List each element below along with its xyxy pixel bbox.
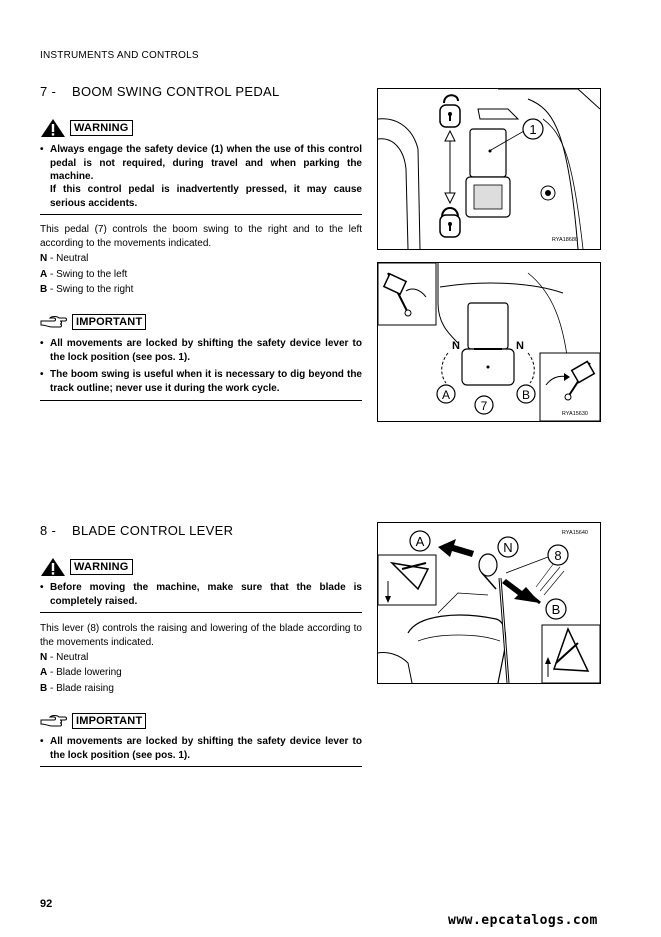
section-8-legend-b: B - Blade raising [40,683,114,694]
unlocked-padlock-icon [439,94,461,128]
section-7-warning-bullet-1: • Always engage the safety device (1) wh… [40,144,362,182]
figure-code: RYA15630 [562,411,588,417]
figure-pedal-lock: 1 RYA18680 [377,88,601,250]
warning-badge: WARNING [70,120,133,136]
pointing-hand-icon [40,316,67,328]
bullet-dot: • [40,144,44,155]
section-8-number: 8 - [40,523,57,538]
section-7-body: This pedal (7) controls the boom swing t… [40,224,362,249]
section-8-body: This lever (8) controls the raising and … [40,623,362,648]
running-header: INSTRUMENTS AND CONTROLS [40,50,199,61]
section-7-number: 7 - [40,84,57,99]
footer-url-link[interactable]: www.epcatalogs.com [448,913,598,928]
section-8-warning-bullet-1: • Before moving the machine, make sure t… [40,582,362,607]
blade-lowering-icon [385,561,430,603]
callout-8: 8 [554,548,561,563]
callout-b: B [552,602,561,617]
divider [40,766,362,767]
figure-code: RYA15640 [562,530,588,536]
bullet-dot: • [40,369,44,380]
callout-a: A [416,534,425,549]
section-8-important-bullet-1: • All movements are locked by shifting t… [40,736,362,761]
section-8-legend-a: A - Blade lowering [40,667,122,678]
bullet-dot: • [40,736,44,747]
figure-code: RYA18680 [552,237,578,243]
callout-1: 1 [529,122,536,137]
page-number: 92 [40,898,53,910]
blade-raising-icon [545,627,590,677]
figure-swing-pedal: N N A B 7 RYA15630 [377,262,601,422]
section-7-warning-header: WARNING [40,118,133,138]
divider [40,214,362,215]
section-7-title: BOOM SWING CONTROL PEDAL [72,84,280,99]
section-8-important-header: IMPORTANT [40,713,147,729]
bullet-dot: • [40,582,44,593]
section-8-title: BLADE CONTROL LEVER [72,523,234,538]
section-7-legend-n: N - Neutral [40,253,89,264]
callout-n: N [503,540,512,555]
locked-padlock-icon [439,207,461,238]
section-7-heading: 7 - BOOM SWING CONTROL PEDAL [40,84,280,99]
callout-7: 7 [481,399,488,413]
section-7-important-bullet-2: • The boom swing is useful when it is ne… [40,369,362,394]
pedal-lock-illustration: 1 RYA18680 [377,88,601,250]
section-8-legend-n: N - Neutral [40,652,89,663]
label-n-right: N [516,340,524,352]
callout-b: B [522,388,530,402]
warning-icon [41,119,65,137]
boom-swing-right-icon [545,360,596,401]
section-8-warning-header: WARNING [40,557,133,577]
section-7-important-header: IMPORTANT [40,314,147,330]
bullet-dot: • [40,338,44,349]
section-7-important-bullet-1: • All movements are locked by shifting t… [40,338,362,363]
boom-swing-left-icon [382,272,427,317]
callout-a: A [442,388,450,402]
figure-blade-lever: RYA15640 A N 8 B [377,522,601,684]
divider [40,400,362,401]
swing-pedal-illustration: N N A B 7 RYA15630 [377,262,601,422]
section-8-heading: 8 - BLADE CONTROL LEVER [40,523,233,538]
warning-badge: WARNING [70,559,133,575]
important-badge: IMPORTANT [72,713,147,729]
pointing-hand-icon [40,715,67,727]
section-7-legend-a: A - Swing to the left [40,269,128,280]
blade-lever-illustration: RYA15640 A N 8 B [377,530,601,684]
divider [40,612,362,613]
section-7-warning-bullet-2: If this control pedal is inadvertently p… [50,184,362,209]
important-badge: IMPORTANT [72,314,147,330]
warning-icon [41,558,65,576]
section-7-legend-b: B - Swing to the right [40,284,134,295]
label-n-left: N [452,340,460,352]
